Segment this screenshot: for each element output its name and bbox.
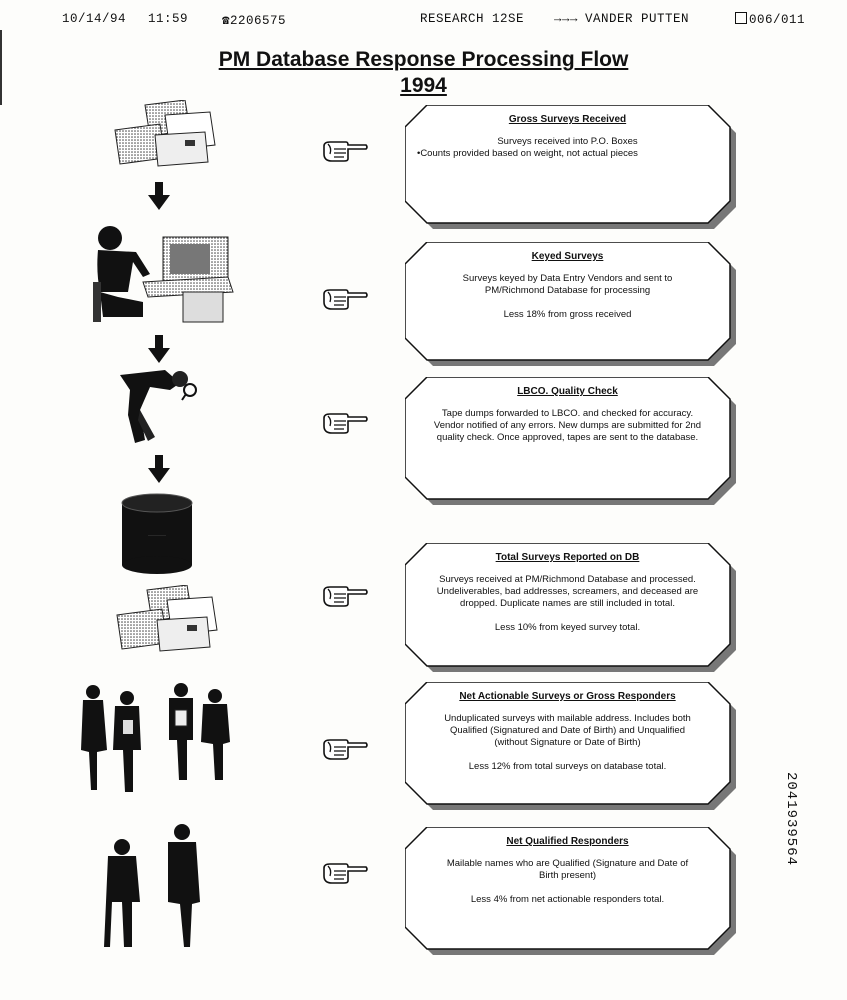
flow-step-heading: Net Qualified Responders xyxy=(506,836,629,847)
database-cylinder-icon: ········· xyxy=(121,493,193,574)
flow-step-heading: Gross Surveys Received xyxy=(508,114,627,125)
octagon-frame xyxy=(405,105,736,229)
flow-step-line: (without Signature or Date of Birth) xyxy=(494,737,641,748)
flow-step-line: Birth present) xyxy=(538,870,597,881)
mail-envelopes-icon xyxy=(116,585,218,652)
fax-recipient: VANDER PUTTEN xyxy=(585,12,690,26)
flow-step-line: Undeliverables, bad addresses, screamers… xyxy=(436,586,699,597)
flow-step-line: PM/Richmond Database for processing xyxy=(484,285,651,296)
fax-arrows: →→→ xyxy=(554,12,579,26)
flow-step-note: Less 10% from keyed survey total. xyxy=(494,622,641,633)
inspector-magnifier-icon xyxy=(120,370,197,443)
flow-step-line: Surveys received into P.O. Boxes xyxy=(497,136,638,147)
pointing-hand-icon xyxy=(323,141,368,162)
flow-step-note: Less 4% from net actionable responders t… xyxy=(470,894,665,905)
fax-page: 006/011 xyxy=(735,12,805,27)
flow-step-heading: Net Actionable Surveys or Gross Responde… xyxy=(459,691,676,702)
flow-step-line: Surveys received at PM/Richmond Database… xyxy=(439,574,696,585)
flow-step-line: Qualified (Signatured and Date of Birth)… xyxy=(449,725,685,736)
fax-date: 10/14/94 xyxy=(62,12,127,26)
octagon-frame xyxy=(405,827,736,955)
flow-step-line: quality check. Once approved, tapes are … xyxy=(436,432,699,443)
flow-step-line: Unduplicated surveys with mailable addre… xyxy=(444,713,691,724)
flow-step-heading: LBCO. Quality Check xyxy=(517,386,618,397)
flow-step-heading: Keyed Surveys xyxy=(531,251,604,262)
binding-marks xyxy=(0,30,5,105)
flow-step-heading: Total Surveys Reported on DB xyxy=(495,552,640,563)
flow-step-note: Less 12% from total surveys on database … xyxy=(468,761,667,772)
octagon-frame xyxy=(405,242,736,366)
pointing-hand-icon xyxy=(323,413,368,434)
document-id: 2041939564 xyxy=(783,772,799,867)
fax-page-icon xyxy=(735,12,747,24)
octagon-frame xyxy=(405,682,736,810)
flow-step-line: Mailable names who are Qualified (Signat… xyxy=(446,858,689,869)
octagon-frame xyxy=(405,377,736,505)
page-title: PM Database Response Processing Flow xyxy=(218,48,629,71)
fax-phone: ☎2206575 xyxy=(222,14,287,28)
down-arrow-icon xyxy=(148,455,170,483)
flow-step-box: Total Surveys Reported on DB Surveys rece… xyxy=(405,543,736,674)
fax-dept: RESEARCH 12SE xyxy=(420,12,525,26)
flow-step-line: Vendor notified of any errors. New dumps… xyxy=(433,420,702,431)
flow-step-line: •Counts provided based on weight, not ac… xyxy=(417,148,638,159)
page-year: 1994 xyxy=(400,74,447,97)
fax-time: 11:59 xyxy=(148,12,189,26)
flow-step-line: Surveys keyed by Data Entry Vendors and … xyxy=(462,273,673,284)
flow-step-line: Tape dumps forwarded to LBCO. and checke… xyxy=(441,408,694,419)
pointing-hand-icon xyxy=(323,863,368,884)
down-arrow-icon xyxy=(148,335,170,363)
flow-step-line: dropped. Duplicate names are still inclu… xyxy=(460,598,675,609)
octagon-frame xyxy=(405,543,736,672)
flow-step-box: Net Actionable Surveys or Gross Responde… xyxy=(405,682,736,812)
group-of-people-icon xyxy=(81,683,230,792)
flow-step-note: Less 18% from gross received xyxy=(503,309,632,320)
pointing-hand-icon xyxy=(323,739,368,760)
down-arrow-icon xyxy=(148,182,170,210)
fax-page-number: 006/011 xyxy=(749,13,806,27)
pointing-hand-icon xyxy=(323,289,368,310)
pointing-hand-icon xyxy=(323,586,368,607)
mail-envelopes-icon xyxy=(114,100,216,167)
data-entry-operator-icon xyxy=(93,226,234,323)
two-people-icon xyxy=(104,824,200,947)
svg-text:·········: ········· xyxy=(148,533,166,539)
